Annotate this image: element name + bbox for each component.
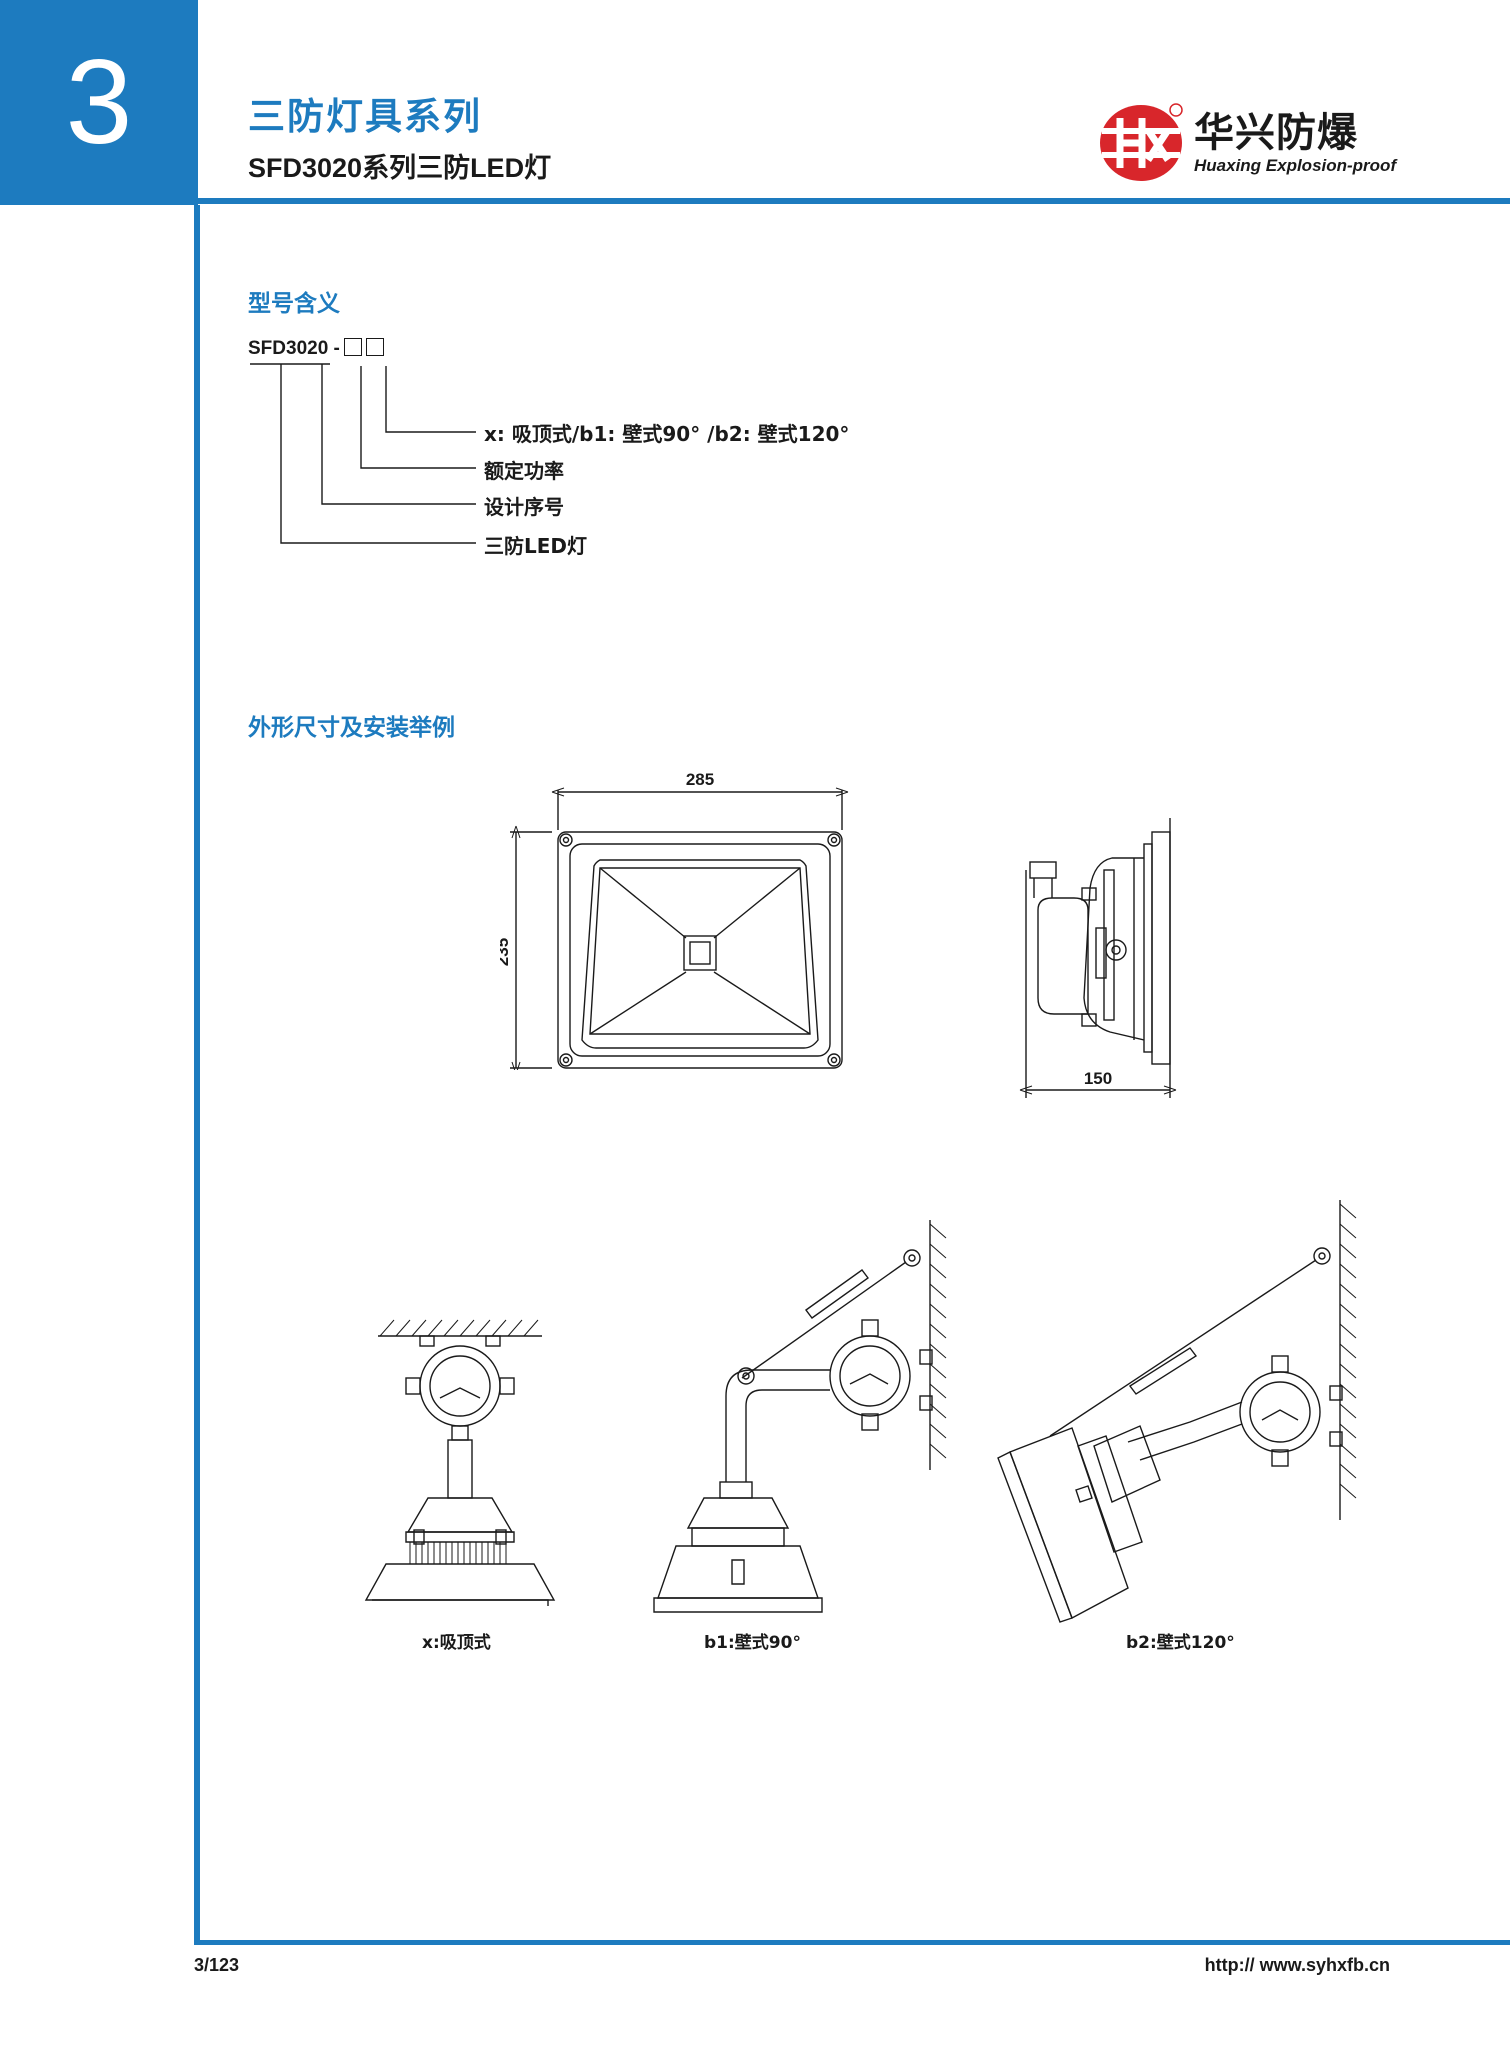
install-ceiling-drawing — [364, 1319, 556, 1606]
legend-design-number: 设计序号 — [484, 495, 564, 519]
dim-depth-label: 150 — [1084, 1069, 1112, 1088]
dim-width-label: 285 — [686, 770, 714, 789]
footer-rule — [194, 1940, 1510, 1945]
chapter-number: 3 — [0, 0, 198, 205]
header-rule — [198, 198, 1510, 204]
legend-rated-power: 额定功率 — [484, 459, 564, 483]
front-view-drawing: 285 235 — [500, 770, 849, 1070]
install-wall-120-drawing — [997, 1200, 1357, 1623]
code-slot-power — [343, 338, 362, 356]
side-view-drawing: 150 — [1019, 818, 1177, 1098]
side-rule — [194, 205, 200, 1945]
model-code-text: SFD3020 - — [248, 338, 340, 359]
company-logo: 华兴防爆 Huaxing Explosion-proof — [1098, 100, 1398, 186]
dim-height-label: 235 — [500, 938, 512, 966]
page-number: 3/123 — [194, 1955, 240, 1975]
series-title: 三防灯具系列 — [248, 96, 482, 137]
model-meaning-heading: 型号含义 — [248, 290, 340, 316]
footer-url[interactable]: http:// www.syhxfb.cn — [1204, 1955, 1390, 1975]
logo-company-en: Huaxing Explosion-proof — [1194, 156, 1397, 175]
legend-mounting: x: 吸顶式/b1: 壁式90° /b2: 壁式120° — [484, 422, 850, 446]
model-code: SFD3020 - — [248, 338, 384, 360]
legend-product-type: 三防LED灯 — [484, 534, 588, 558]
logo-company-cn: 华兴防爆 — [1194, 110, 1358, 156]
caption-wall-90: b1:壁式90° — [704, 1633, 801, 1653]
caption-ceiling: x:吸顶式 — [422, 1633, 491, 1653]
dimensions-heading: 外形尺寸及安装举例 — [248, 714, 455, 740]
install-wall-90-drawing — [653, 1220, 947, 1613]
logo-mark-icon — [1100, 103, 1183, 181]
product-subtitle: SFD3020系列三防LED灯 — [248, 153, 552, 183]
caption-wall-120: b2:壁式120° — [1126, 1633, 1235, 1653]
code-slot-mount — [365, 338, 384, 356]
